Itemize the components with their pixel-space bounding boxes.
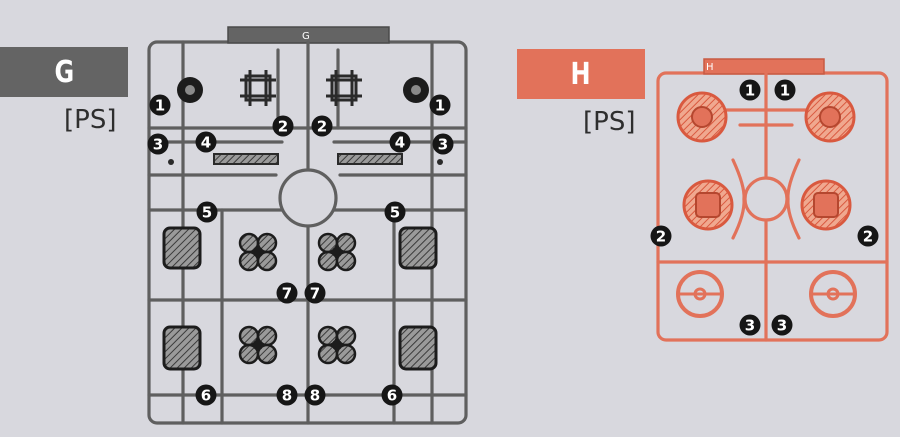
runner-h-part-number-marker-2 [774, 79, 796, 101]
runner-h-material: [PS] [583, 107, 636, 137]
runner-h-part-number-marker-label-5: 3 [745, 317, 755, 335]
runner-g-part-number-marker-label-13: 7 [282, 285, 292, 303]
part-g-bar-right [337, 153, 403, 165]
part-g-bracket-right [326, 70, 362, 106]
runner-h-part-number-marker-label-3: 2 [656, 228, 666, 246]
runner-h-part-number-marker-4 [857, 225, 879, 247]
runner-g-part-number-marker-9 [196, 201, 218, 223]
runner-g-part-number-marker-16 [304, 384, 326, 406]
runner-g-parts [162, 70, 443, 371]
runner-h-part-number-marker-1 [739, 79, 761, 101]
part-h-ring-right [809, 270, 857, 318]
part-g-clover-3 [238, 325, 278, 365]
runner-g-part-number-marker-2 [429, 94, 451, 116]
runner-g-part-number-marker-1 [149, 94, 171, 116]
part-g-bracket-left [240, 70, 276, 106]
runner-g-part-number-marker-10 [384, 201, 406, 223]
part-g-clover-2 [317, 232, 357, 272]
runner-g-part-number-marker-label-11: 6 [201, 387, 211, 405]
runner-h-part-number-marker-3 [650, 225, 672, 247]
part-g-clover-1 [238, 232, 278, 272]
part-h-disc-upper-right [804, 91, 856, 143]
part-g-plate-lower-left [162, 325, 202, 371]
runner-g-part-number-marker-3 [272, 115, 294, 137]
runner-g-material: [PS] [64, 105, 117, 135]
part-g-bar-left [213, 153, 279, 165]
runner-h-part-number-marker-6 [771, 314, 793, 336]
runner-g-part-number-marker-label-15: 8 [282, 387, 292, 405]
runner-h-part-number-marker-5 [739, 314, 761, 336]
runner-h-label-plate [703, 58, 825, 75]
runner-g-part-number-marker-5 [147, 133, 169, 155]
runner-g-part-number-marker-label-10: 5 [390, 204, 400, 222]
runner-g-part-number-marker-label-2: 1 [435, 97, 445, 115]
runner-g-part-number-marker-label-6: 3 [438, 136, 448, 154]
runner-h-part-numbers: 1 1 2 2 3 3 [650, 79, 879, 336]
runner-g-part-number-marker-4 [311, 115, 333, 137]
runner-g-part-number-marker-15 [276, 384, 298, 406]
runner-g-part-number-marker-13 [276, 282, 298, 304]
runner-g-part-number-marker-7 [195, 131, 217, 153]
runner-g-part-number-marker-8 [389, 131, 411, 153]
runner-h-letter: H [570, 56, 592, 92]
runner-h-part-number-marker-label-2: 1 [780, 82, 790, 100]
runner-g-part-number-marker-label-7: 4 [201, 134, 211, 152]
runner-h-tag: H [517, 49, 645, 99]
runner-g-part-number-marker-label-14: 7 [310, 285, 320, 303]
part-g-plate-upper-left [162, 226, 202, 270]
runner-g-part-number-marker-14 [304, 282, 326, 304]
runner-h-part-number-marker-label-1: 1 [745, 82, 755, 100]
runner-g-part-number-marker-label-8: 4 [395, 134, 405, 152]
runner-g-part-number-marker-label-5: 3 [153, 136, 163, 154]
runner-h-parts [676, 91, 857, 318]
part-h-disc-upper-left [676, 91, 728, 143]
runner-h-part-number-marker-label-6: 3 [777, 317, 787, 335]
part-g-plate-lower-right [398, 325, 438, 371]
runner-g-part-number-marker-11 [195, 384, 217, 406]
runner-g-letter: G [54, 54, 74, 90]
runner-g-plate-text: G [302, 31, 310, 42]
runner-g-tag: G [0, 47, 128, 97]
part-h-gear-right [800, 179, 852, 231]
runner-h-plate-text: H [706, 62, 714, 73]
runner-g-part-number-marker-label-12: 6 [387, 387, 397, 405]
part-g-clover-4 [317, 325, 357, 365]
runner-g-part-number-marker-12 [381, 384, 403, 406]
part-h-gear-left [682, 179, 734, 231]
runner-g-part-number-marker-6 [432, 133, 454, 155]
runner-g-part-number-marker-label-1: 1 [155, 97, 165, 115]
runner-g-part-number-marker-label-16: 8 [310, 387, 320, 405]
part-g-plate-upper-right [398, 226, 438, 270]
part-h-ring-left [676, 270, 724, 318]
runner-g-part-number-marker-label-4: 2 [317, 118, 327, 136]
runner-g-part-number-marker-label-9: 5 [202, 204, 212, 222]
runner-h-part-number-marker-label-4: 2 [863, 228, 873, 246]
runner-h [656, 58, 889, 342]
runner-g-part-number-marker-label-3: 2 [278, 118, 288, 136]
